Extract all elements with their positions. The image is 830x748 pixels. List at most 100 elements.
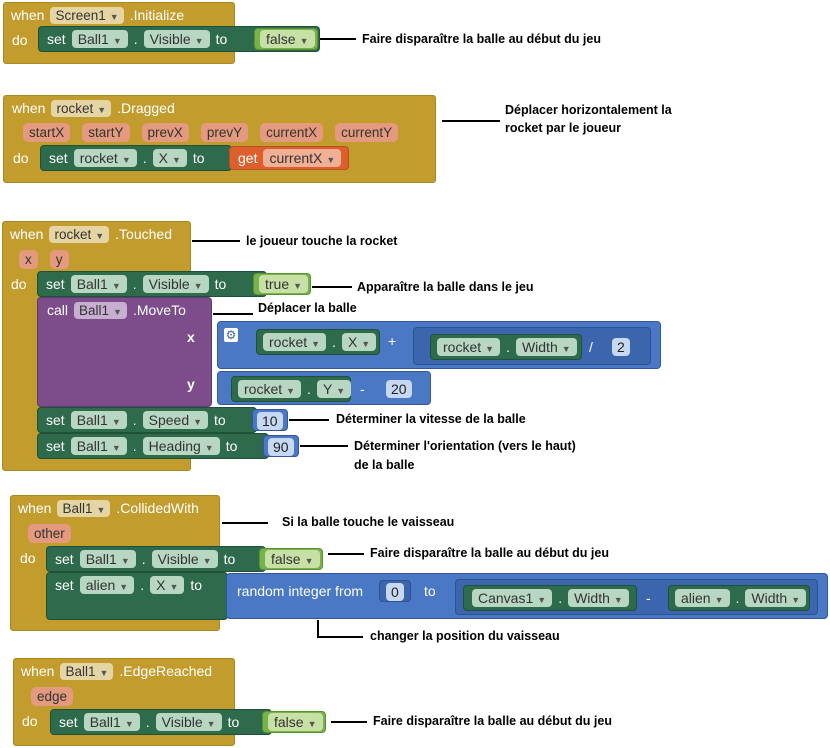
chevron-down-icon: ▼ bbox=[194, 36, 204, 46]
target-dropdown[interactable]: Ball1▼ bbox=[70, 411, 127, 429]
gear-icon[interactable]: ⚙ bbox=[224, 328, 238, 342]
property-dropdown[interactable]: Width▼ bbox=[515, 338, 577, 356]
param-edge[interactable]: edge bbox=[31, 687, 74, 706]
target-dropdown[interactable]: Ball1▼ bbox=[83, 713, 140, 731]
number-input[interactable]: 2 bbox=[612, 338, 630, 356]
chevron-down-icon: ▼ bbox=[485, 344, 495, 354]
get-currentX-block[interactable]: get currentX▼ bbox=[229, 146, 349, 170]
param-currentY[interactable]: currentY bbox=[335, 123, 399, 142]
param-prevX[interactable]: prevX bbox=[141, 123, 189, 142]
property-dropdown[interactable]: Visible▼ bbox=[151, 550, 218, 568]
true-block[interactable]: true▼ bbox=[253, 273, 311, 295]
annotation-hide-ball: Faire disparaître la balle au début du j… bbox=[373, 714, 612, 728]
set-rocket-x-block[interactable]: set rocket▼ . X▼ to bbox=[40, 145, 232, 171]
property-dropdown[interactable]: Visible▼ bbox=[143, 30, 210, 48]
boolean-dropdown[interactable]: false▼ bbox=[268, 713, 323, 731]
number-input[interactable]: 90 bbox=[268, 438, 294, 456]
chevron-down-icon: ▼ bbox=[613, 595, 623, 605]
annotation-position: changer la position du vaisseau bbox=[370, 629, 560, 643]
property-dropdown[interactable]: Width▼ bbox=[568, 589, 629, 607]
param-startY[interactable]: startY bbox=[82, 123, 130, 142]
number-input[interactable]: 20 bbox=[386, 380, 412, 398]
target-dropdown[interactable]: Ball1▼ bbox=[70, 437, 127, 455]
property-dropdown[interactable]: Visible▼ bbox=[155, 713, 222, 731]
component-dropdown[interactable]: Ball1▼ bbox=[74, 301, 127, 319]
component-dropdown[interactable]: alien▼ bbox=[675, 589, 730, 607]
number-block[interactable]: 10 bbox=[252, 409, 288, 431]
component-name: rocket bbox=[244, 381, 283, 397]
property-dropdown[interactable]: Width▼ bbox=[745, 589, 807, 607]
component-dropdown[interactable]: Ball1▼ bbox=[60, 662, 114, 680]
property-dropdown[interactable]: Y▼ bbox=[316, 380, 352, 398]
annotation-collide: Si la balle touche le vaisseau bbox=[282, 515, 455, 529]
target-dropdown[interactable]: Ball1▼ bbox=[70, 275, 127, 293]
component-dropdown[interactable]: rocket▼ bbox=[238, 380, 302, 398]
chevron-down-icon: ▼ bbox=[193, 417, 203, 427]
component-dropdown[interactable]: rocket▼ bbox=[437, 338, 501, 356]
boolean-dropdown[interactable]: false▼ bbox=[265, 550, 320, 568]
subtraction-block[interactable]: Canvas1▼ . Width▼ - alien▼ . Width▼ bbox=[455, 579, 818, 615]
set-ball1-visible-block[interactable]: set Ball1▼ . Visible▼ to bbox=[38, 26, 320, 52]
rocket-x-getter[interactable]: rocket▼ . X▼ bbox=[256, 329, 380, 355]
component-name: Ball1 bbox=[79, 302, 110, 318]
property-dropdown[interactable]: Heading▼ bbox=[142, 437, 220, 455]
addition-block[interactable]: ⚙ rocket▼ . X▼ + rocket▼ . Width▼ / 2 bbox=[217, 321, 661, 369]
call-keyword: call bbox=[47, 302, 69, 318]
property-name: Y bbox=[322, 381, 333, 397]
false-block[interactable]: false▼ bbox=[262, 711, 326, 733]
dot: . bbox=[145, 714, 150, 730]
target-name: Ball1 bbox=[76, 276, 108, 292]
param-y[interactable]: y bbox=[49, 250, 69, 269]
target-dropdown[interactable]: rocket▼ bbox=[73, 149, 137, 167]
annotation-hide-ball: Faire disparaître la balle au début du j… bbox=[362, 32, 601, 46]
component-dropdown[interactable]: Screen1▼ bbox=[50, 6, 124, 24]
chevron-down-icon: ▼ bbox=[202, 556, 212, 566]
false-block[interactable]: false▼ bbox=[259, 548, 323, 570]
component-dropdown[interactable]: rocket▼ bbox=[51, 99, 112, 117]
number-block[interactable]: 90 bbox=[263, 435, 299, 457]
component-dropdown[interactable]: Ball1▼ bbox=[57, 499, 111, 517]
set-ball1-visible-true-block[interactable]: set Ball1▼ . Visible▼ to bbox=[37, 271, 267, 297]
property-dropdown[interactable]: Speed▼ bbox=[142, 411, 209, 429]
rocket-y-getter[interactable]: rocket▼ . Y▼ bbox=[231, 376, 352, 402]
param-prevY[interactable]: prevY bbox=[200, 123, 249, 142]
target-dropdown[interactable]: alien▼ bbox=[79, 576, 135, 594]
property-dropdown[interactable]: X▼ bbox=[341, 333, 377, 351]
component-dropdown[interactable]: Canvas1▼ bbox=[472, 589, 553, 607]
number-block[interactable]: 0 bbox=[379, 580, 411, 602]
call-ball1-moveto-block[interactable]: call Ball1▼ .MoveTo x y bbox=[37, 297, 212, 407]
param-x[interactable]: x bbox=[19, 250, 38, 269]
param-other[interactable]: other bbox=[28, 524, 71, 543]
chevron-down-icon: ▼ bbox=[336, 386, 346, 396]
property-dropdown[interactable]: X▼ bbox=[150, 576, 185, 594]
set-ball1-speed-block[interactable]: set Ball1▼ . Speed▼ to bbox=[37, 407, 257, 433]
boolean-dropdown[interactable]: true▼ bbox=[259, 275, 309, 293]
alien-width-getter[interactable]: alien▼ . Width▼ bbox=[668, 585, 810, 611]
dot: . bbox=[307, 381, 311, 397]
set-alien-x-block[interactable]: set alien▼ . X▼ to bbox=[46, 572, 228, 620]
set-ball1-visible-false-block[interactable]: set Ball1▼ . Visible▼ to bbox=[50, 709, 272, 735]
property-dropdown[interactable]: Visible▼ bbox=[142, 275, 209, 293]
boolean-dropdown[interactable]: false▼ bbox=[260, 30, 315, 48]
rocket-width-getter[interactable]: rocket▼ . Width▼ bbox=[430, 334, 582, 360]
set-ball1-heading-block[interactable]: set Ball1▼ . Heading▼ to bbox=[37, 433, 269, 459]
chevron-down-icon: ▼ bbox=[307, 719, 317, 729]
number-input[interactable]: 10 bbox=[257, 412, 283, 430]
division-block[interactable]: rocket▼ . Width▼ / 2 bbox=[413, 327, 651, 365]
number-input[interactable]: 0 bbox=[386, 583, 404, 601]
variable-dropdown[interactable]: currentX▼ bbox=[263, 149, 342, 167]
target-dropdown[interactable]: Ball1▼ bbox=[71, 30, 128, 48]
target-dropdown[interactable]: Ball1▼ bbox=[79, 550, 136, 568]
component-dropdown[interactable]: rocket▼ bbox=[263, 333, 327, 351]
subtraction-block[interactable]: rocket▼ . Y▼ - 20 bbox=[217, 371, 431, 405]
canvas1-width-getter[interactable]: Canvas1▼ . Width▼ bbox=[463, 585, 637, 611]
component-name: Ball1 bbox=[62, 500, 93, 516]
random-integer-block[interactable]: random integer from 0 to Canvas1▼ . Widt… bbox=[226, 573, 828, 619]
param-startX[interactable]: startX bbox=[23, 123, 71, 142]
false-block[interactable]: false▼ bbox=[254, 28, 318, 50]
property-dropdown[interactable]: X▼ bbox=[152, 149, 187, 167]
param-currentX[interactable]: currentX bbox=[260, 123, 324, 142]
target-name: rocket bbox=[79, 150, 118, 166]
component-dropdown[interactable]: rocket▼ bbox=[49, 225, 110, 243]
set-ball1-visible-false-block[interactable]: set Ball1▼ . Visible▼ to bbox=[46, 546, 266, 572]
